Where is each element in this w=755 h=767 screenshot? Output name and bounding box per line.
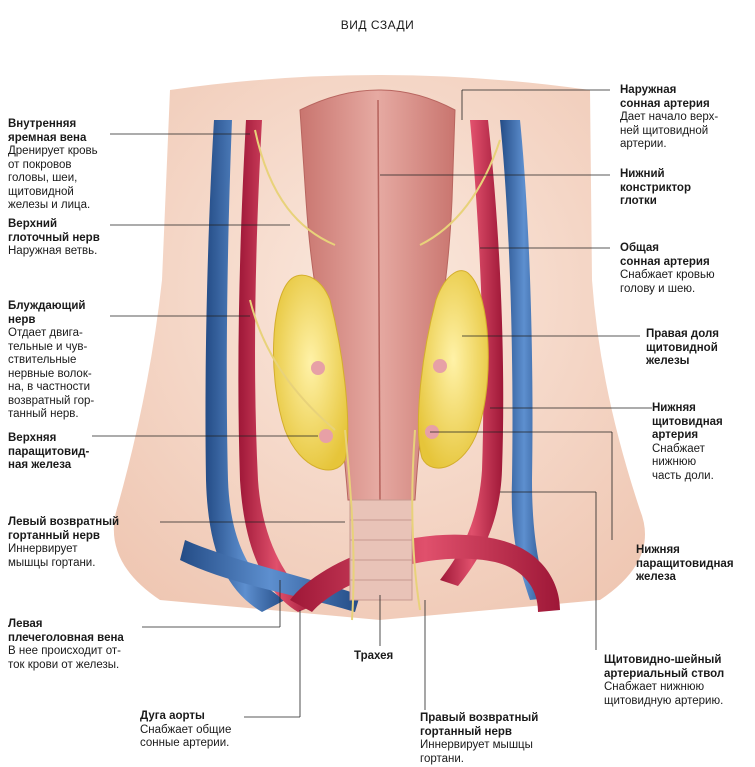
label-heading: Внутренняя яремная вена [8, 118, 87, 144]
label-internal-jugular-vein: Внутренняя яремная вена Дренирует кровь … [8, 118, 136, 213]
label-heading: Правая доля щитовидной железы [646, 328, 719, 367]
aortic-arch [290, 534, 560, 612]
label-heading: Нижняя паращитовидная железа [636, 544, 734, 583]
right-jugular-vein [500, 120, 548, 600]
label-heading: Щитовидно-шейный артериальный ствол [604, 654, 725, 680]
label-heading: Дуга аорты [140, 710, 205, 722]
label-left-brachiocephalic-vein: Левая плечеголовная вена В нее происходи… [8, 618, 168, 672]
right-common-carotid [440, 120, 504, 586]
label-description: Наружная ветвь. [8, 245, 98, 257]
label-heading: Левый возвратный гортанный нерв [8, 516, 120, 542]
left-superior-parathyroid [311, 361, 325, 375]
trachea [349, 499, 413, 601]
label-heading: Блуждающий нерв [8, 300, 86, 326]
label-external-carotid-artery: Наружная сонная артерия Дает начало верх… [620, 84, 750, 152]
left-inferior-parathyroid [319, 429, 333, 443]
label-description: Дает начало верх- ней щитовидной артерии… [620, 111, 719, 150]
label-heading: Трахея [354, 650, 394, 662]
leader-lines [92, 89, 652, 718]
label-inferior-pharyngeal-constrictor: Нижний констриктор глотки [620, 168, 750, 209]
label-superior-parathyroid: Верхняя паращитовид- ная железа [8, 432, 136, 473]
label-superior-pharyngeal-nerve: Верхний глоточный нерв Наружная ветвь. [8, 218, 136, 259]
label-description: Иннервирует мышцы гортани. [420, 739, 533, 765]
figure-title: ВИД СЗАДИ [340, 18, 415, 32]
left-common-carotid [238, 120, 315, 612]
label-left-recurrent-laryngeal-nerve: Левый возвратный гортанный нерв Иннервир… [8, 516, 168, 570]
trachea-rings [350, 519, 412, 581]
label-thyrocervical-trunk: Щитовидно-шейный артериальный ствол Снаб… [604, 654, 754, 708]
label-right-thyroid-lobe: Правая доля щитовидной железы [646, 328, 752, 369]
label-description: Снабжает кровью голову и шею. [620, 269, 715, 295]
nerves [249, 129, 501, 621]
pharynx-raphe [377, 99, 381, 501]
right-superior-parathyroid [433, 359, 447, 373]
label-description: Снабжает общие сонные артерии. [140, 723, 232, 750]
label-description: Дренирует кровь от покровов головы, шеи,… [8, 145, 98, 211]
label-vagus-nerve: Блуждающий нерв Отдает двига- тельные и … [8, 300, 136, 422]
label-heading: Левая плечеголовная вена [8, 618, 124, 644]
label-heading: Верхняя паращитовид- ная железа [8, 432, 90, 471]
label-heading: Правый возвратный гортанный нерв [420, 712, 539, 738]
label-description: Снабжает нижнюю щитовидную артерию. [604, 681, 724, 707]
label-description: Иннервирует мышцы гортани. [8, 543, 96, 569]
label-heading: Верхний глоточный нерв [8, 218, 100, 244]
left-thyroid-lobe [273, 274, 349, 471]
label-right-recurrent-laryngeal-nerve: Правый возвратный гортанный нерв Иннерви… [420, 712, 580, 766]
label-common-carotid-artery: Общая сонная артерия Снабжает кровью гол… [620, 242, 750, 296]
label-description: Снабжает нижнюю часть доли. [652, 442, 714, 482]
label-aortic-arch: Дуга аорты Снабжает общие сонные артерии… [140, 710, 270, 751]
left-jugular-vein [205, 120, 285, 612]
label-description: В нее происходит от- ток крови от железы… [8, 645, 121, 671]
label-description: Отдает двига- тельные и чув- ствительные… [8, 327, 95, 420]
label-heading: Общая сонная артерия [620, 242, 710, 268]
label-trachea: Трахея [354, 650, 434, 664]
label-inferior-parathyroid: Нижняя паращитовидная железа [636, 544, 754, 585]
label-heading: Нижний констриктор глотки [620, 168, 691, 207]
label-heading: Нижняя щитовидная артерия [652, 402, 723, 441]
right-thyroid-lobe [417, 270, 489, 469]
label-inferior-thyroid-artery: Нижняя щитовидная артерия Снабжает нижню… [652, 402, 752, 483]
label-heading: Наружная сонная артерия [620, 84, 710, 110]
